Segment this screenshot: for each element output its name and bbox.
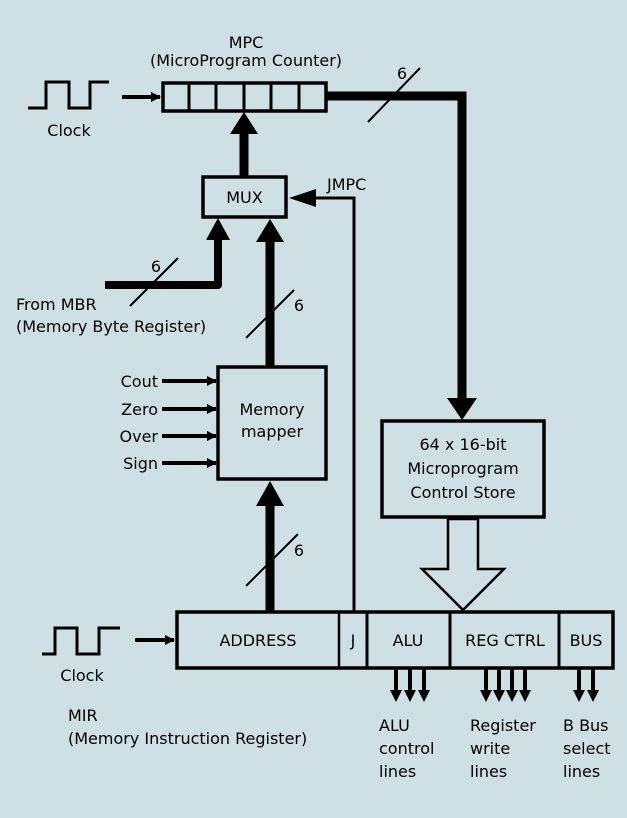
- control-store-to-mir-arrow: [418, 517, 508, 612]
- mux-box: [201, 175, 288, 219]
- bus-output-label-line3: lines: [563, 762, 600, 781]
- address-bus-slash: [245, 533, 299, 587]
- flag-sign-label: Sign: [123, 454, 158, 473]
- mbr-input-arrowhead: [206, 218, 230, 240]
- mapper-bus-slash: [245, 289, 295, 339]
- mir-field-j: J: [350, 631, 356, 650]
- flag-zero-label: Zero: [121, 400, 158, 419]
- jmpc-label: JMPC: [326, 175, 366, 194]
- address-bus-width: 6: [294, 541, 304, 560]
- mpc-subtitle: (MicroProgram Counter): [150, 51, 342, 70]
- jmpc-arrowhead: [289, 189, 316, 207]
- mir-register: [175, 610, 615, 670]
- reg-output-label-line3: lines: [470, 762, 507, 781]
- flag-cout-label: Cout: [121, 372, 158, 391]
- bus-output-label-line1: B Bus: [563, 716, 609, 735]
- alu-output-arrowheads: [390, 690, 430, 702]
- memory-mapper-box: [216, 365, 328, 481]
- clock-bottom-label: Clock: [60, 666, 104, 685]
- mbr-bus-slash: [129, 257, 179, 307]
- alu-output-label-line1: ALU: [379, 716, 410, 735]
- alu-output-arrows: [394, 668, 426, 692]
- alu-output-label-line2: control: [379, 739, 434, 758]
- mir-subtitle: (Memory Instruction Register): [68, 729, 307, 748]
- reg-output-arrowheads: [480, 690, 531, 702]
- clock-top-waveform: [28, 80, 109, 110]
- reg-output-label-line1: Register: [470, 716, 536, 735]
- jmpc-line: [316, 196, 356, 612]
- mux-to-mpc-arrowhead: [230, 112, 258, 134]
- mapper-to-mux-arrowhead: [256, 219, 284, 242]
- bus-output-arrowheads: [573, 690, 599, 702]
- mbr-label-line1: From MBR: [16, 295, 97, 314]
- mir-field-reg-ctrl: REG CTRL: [465, 631, 545, 650]
- mpc-title: MPC: [229, 33, 264, 52]
- memory-mapper-label-line1: Memory: [239, 400, 304, 419]
- mir-field-bus: BUS: [570, 631, 603, 650]
- mbr-label-line2: (Memory Byte Register): [16, 317, 206, 336]
- clock-top-label: Clock: [47, 121, 91, 140]
- mpc-bus-slash: [367, 67, 421, 123]
- control-store-input-arrowhead: [447, 398, 477, 420]
- reg-output-label-line2: write: [470, 739, 510, 758]
- control-store-label-line1: 64 x 16-bit: [419, 435, 506, 454]
- mbr-bus-width: 6: [151, 257, 161, 276]
- mapper-bus-width: 6: [294, 296, 304, 315]
- flag-over-label: Over: [120, 427, 159, 446]
- mir-field-address: ADDRESS: [219, 631, 296, 650]
- bus-output-label-line2: select: [563, 739, 611, 758]
- bus-output-arrows: [577, 668, 595, 692]
- mir-title: MIR: [68, 706, 98, 725]
- mir-field-alu: ALU: [393, 631, 424, 650]
- alu-output-label-line3: lines: [379, 762, 416, 781]
- control-store-label-line2: Microprogram: [407, 459, 518, 478]
- control-store-label-line3: Control Store: [410, 483, 515, 502]
- mpc-to-control-store-bus: [326, 91, 467, 400]
- address-to-mapper-arrowhead: [256, 481, 284, 506]
- clock-bottom-waveform: [42, 626, 120, 656]
- mbr-input-line: [105, 238, 222, 289]
- mpc-bus-width: 6: [397, 64, 407, 83]
- mpc-register: [161, 81, 328, 113]
- memory-mapper-label-line2: mapper: [241, 422, 304, 441]
- control-store-box: [380, 419, 546, 519]
- mux-label: MUX: [226, 188, 263, 207]
- reg-output-arrows: [484, 668, 527, 692]
